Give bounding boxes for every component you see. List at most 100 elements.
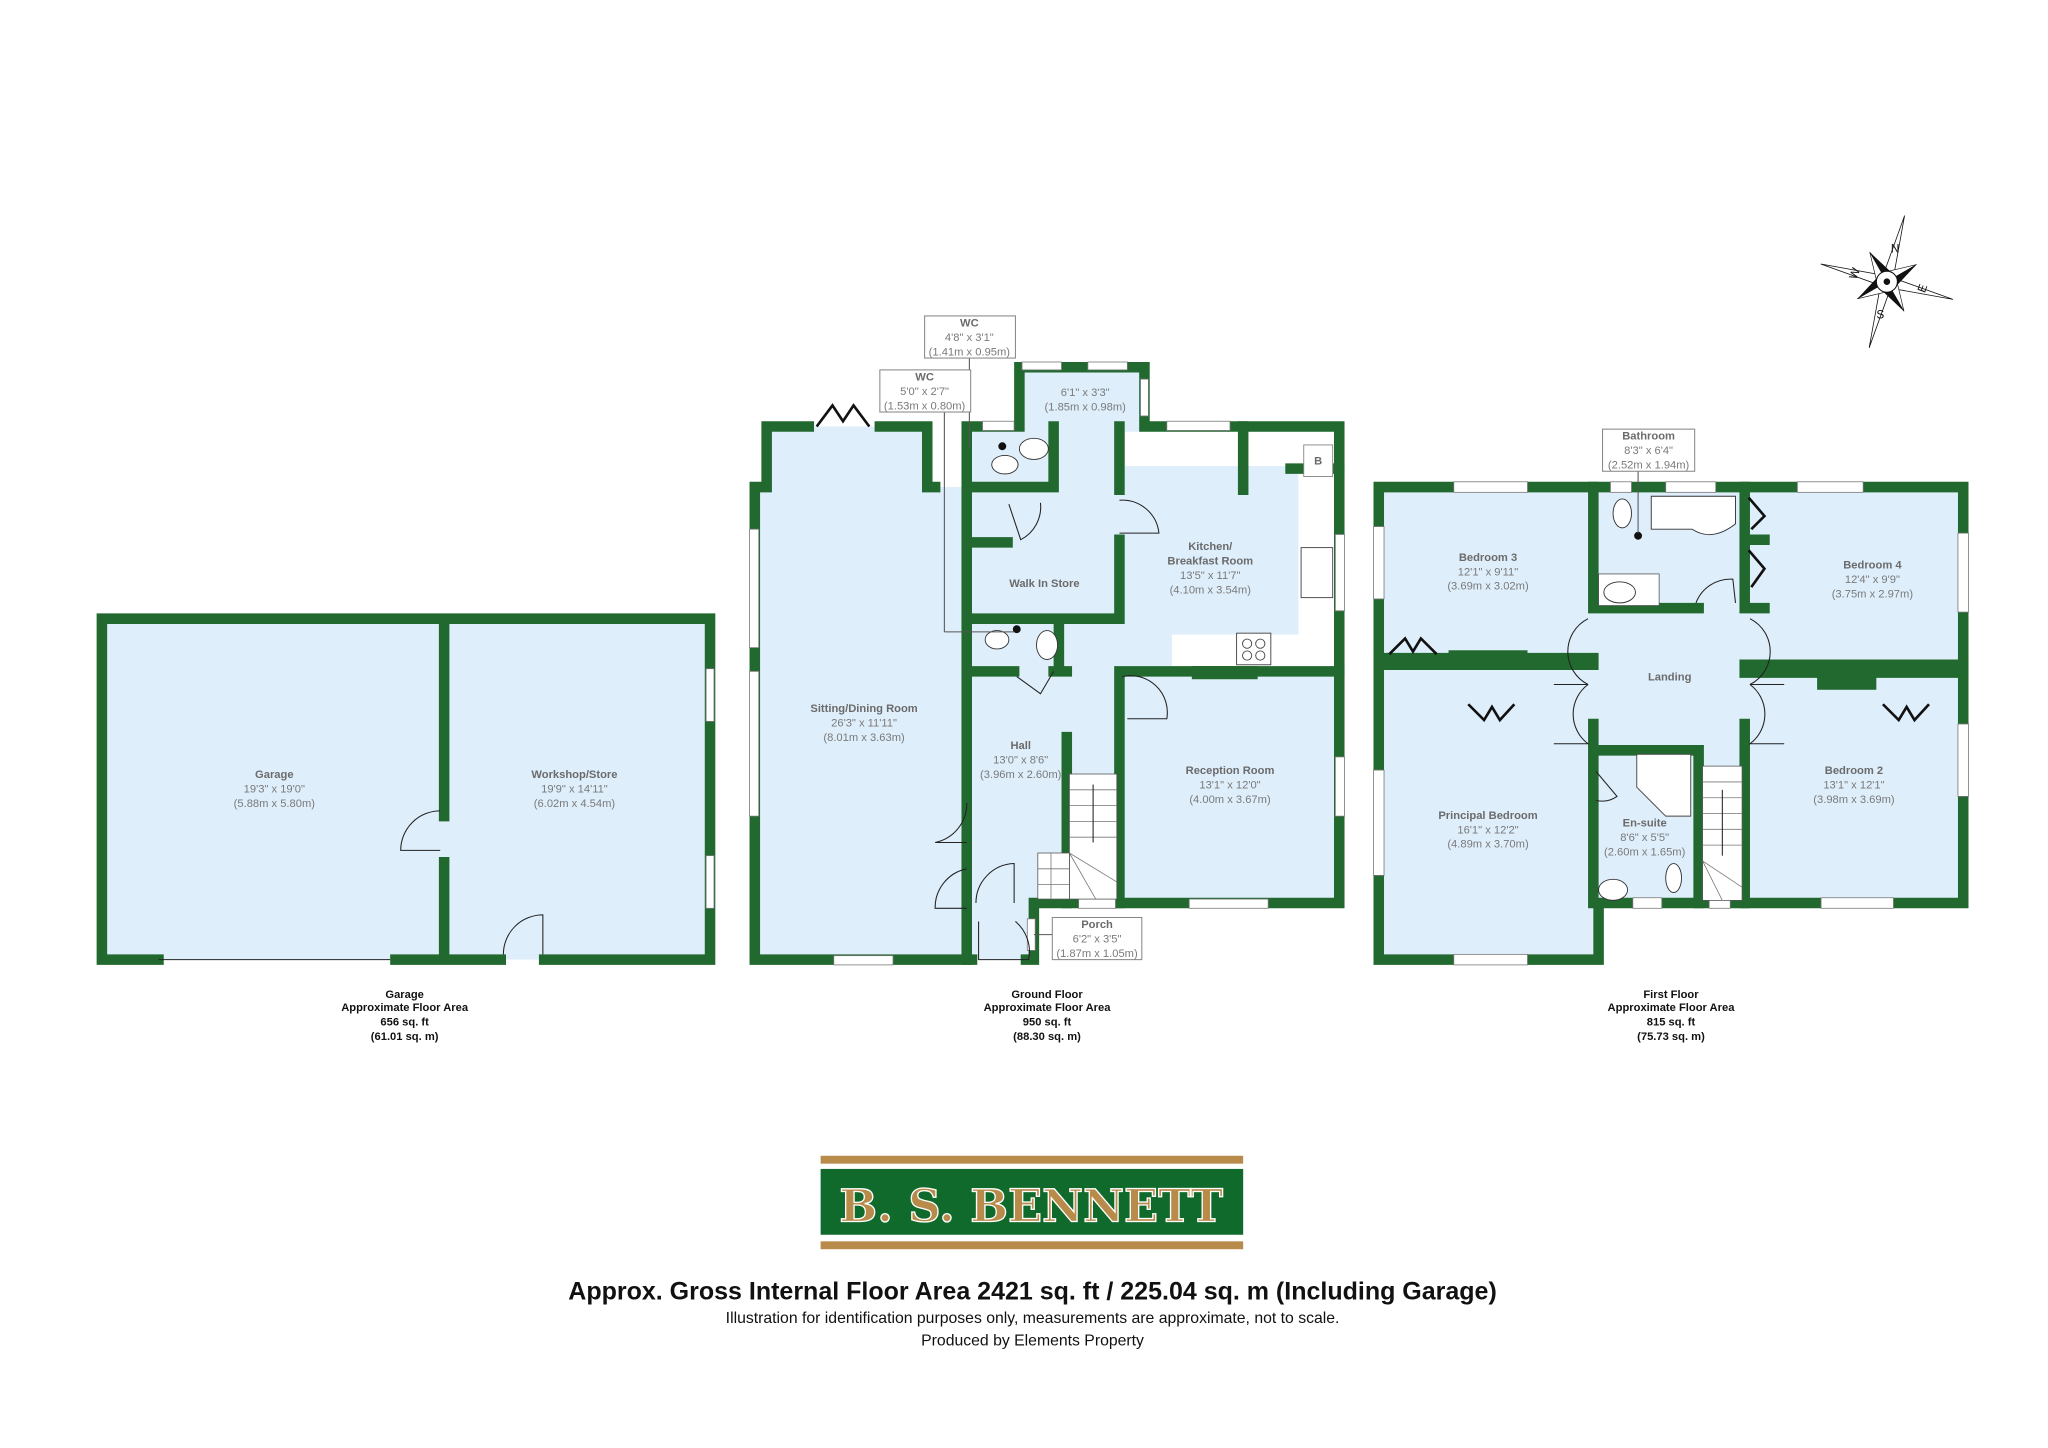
room-garage: Garage 19'3" x 19'0" (5.88m x 5.80m) bbox=[234, 769, 316, 810]
room-porch: Porch 6'2" x 3'5" (1.87m x 1.05m) bbox=[1051, 916, 1143, 961]
room-name: Bathroom bbox=[1622, 431, 1675, 443]
room-dimensions-imperial: 16'1" x 12'2" bbox=[1457, 824, 1518, 836]
summary-label: Approximate Floor Area bbox=[1608, 1002, 1736, 1014]
room-name: Kitchen/ bbox=[1188, 541, 1232, 553]
room-name: Reception Room bbox=[1186, 765, 1275, 777]
room-name: Walk In Store bbox=[1009, 578, 1079, 590]
room-dimensions-imperial: 26'3" x 11'11" bbox=[831, 718, 897, 730]
room-name: Hall bbox=[1010, 740, 1030, 752]
room-kitchen-breakfast: Kitchen/ Breakfast Room 13'5" x 11'7" (4… bbox=[1167, 541, 1253, 596]
room-sitting-dining: Sitting/Dining Room 26'3" x 11'11" (8.01… bbox=[810, 703, 917, 744]
room-name: Garage bbox=[255, 769, 294, 781]
summary-title: Ground Floor bbox=[1011, 989, 1083, 1001]
room-dimensions-imperial: 6'1" x 3'3" bbox=[1061, 387, 1110, 399]
summary-label: Approximate Floor Area bbox=[984, 1002, 1112, 1014]
room-walk-in-store: Walk In Store bbox=[1009, 578, 1079, 590]
compass-icon: N E S W bbox=[1820, 215, 1954, 348]
garage-plan: Garage 19'3" x 19'0" (5.88m x 5.80m) Wor… bbox=[96, 613, 716, 1043]
room-dimensions-metric: (8.01m x 3.63m) bbox=[823, 732, 905, 744]
first-floor-area-summary: First Floor Approximate Floor Area 815 s… bbox=[1608, 989, 1736, 1043]
room-dimensions-metric: (4.10m x 3.54m) bbox=[1170, 585, 1252, 597]
room-dimensions-metric: (6.02m x 4.54m) bbox=[534, 798, 616, 810]
compass-west: W bbox=[1846, 265, 1863, 281]
room-lobby: 6'1" x 3'3" (1.85m x 0.98m) bbox=[1045, 387, 1127, 413]
ground-floor-area-summary: Ground Floor Approximate Floor Area 950 … bbox=[984, 989, 1112, 1043]
room-name: En-suite bbox=[1623, 818, 1667, 830]
producer-credit: Produced by Elements Property bbox=[921, 1332, 1144, 1349]
room-dimensions-imperial: 13'1" x 12'0" bbox=[1199, 780, 1260, 792]
logo-text: B. S. BENNETT bbox=[839, 1180, 1223, 1233]
compass-north: N bbox=[1891, 242, 1900, 256]
room-dimensions-imperial: 5'0" x 2'7" bbox=[900, 386, 949, 398]
room-dimensions-metric: (3.75m x 2.97m) bbox=[1832, 589, 1914, 601]
room-dimensions-imperial: 13'1" x 12'1" bbox=[1823, 780, 1884, 792]
room-name: Bedroom 2 bbox=[1825, 765, 1883, 777]
room-dimensions-metric: (4.89m x 3.70m) bbox=[1447, 839, 1529, 851]
first-floor-plan: Bedroom 3 12'1" x 9'11" (3.69m x 3.02m) … bbox=[1373, 428, 1969, 1043]
compass-south: S bbox=[1876, 308, 1884, 322]
room-dimensions-imperial: 13'5" x 11'7" bbox=[1180, 570, 1240, 582]
summary-sqm: (61.01 sq. m) bbox=[371, 1031, 439, 1043]
room-dimensions-metric: (1.53m x 0.80m) bbox=[884, 400, 966, 412]
room-name: WC bbox=[960, 317, 979, 329]
room-dimensions-metric: (5.88m x 5.80m) bbox=[234, 798, 316, 810]
room-name: Workshop/Store bbox=[531, 769, 617, 781]
room-workshop-store: Workshop/Store 19'9" x 14'11" (6.02m x 4… bbox=[531, 769, 617, 810]
room-dimensions-metric: (4.00m x 3.67m) bbox=[1189, 794, 1271, 806]
room-wc-1: WC 4'8" x 3'1" (1.41m x 0.95m) bbox=[924, 315, 1016, 359]
room-dimensions-imperial: 19'3" x 19'0" bbox=[244, 783, 305, 795]
disclaimer: Illustration for identification purposes… bbox=[726, 1310, 1340, 1327]
room-dimensions-imperial: 19'9" x 14'11" bbox=[541, 783, 608, 795]
compass-east: E bbox=[1914, 282, 1930, 294]
room-bedroom-4: Bedroom 4 12'4" x 9'9" (3.75m x 2.97m) bbox=[1832, 560, 1914, 601]
room-dimensions-metric: (3.69m x 3.02m) bbox=[1447, 581, 1529, 593]
summary-title: First Floor bbox=[1643, 989, 1699, 1001]
room-name: Sitting/Dining Room bbox=[810, 703, 917, 715]
room-dimensions-imperial: 12'4" x 9'9" bbox=[1845, 574, 1900, 586]
room-dimensions-imperial: 4'8" x 3'1" bbox=[945, 332, 994, 344]
room-wc-2: WC 5'0" x 2'7" (1.53m x 0.80m) bbox=[879, 369, 972, 413]
room-dimensions-metric: (1.41m x 0.95m) bbox=[929, 346, 1011, 358]
room-name: Landing bbox=[1648, 672, 1692, 684]
stairs bbox=[1037, 773, 1118, 900]
room-name: Porch bbox=[1081, 919, 1113, 931]
summary-label: Approximate Floor Area bbox=[341, 1002, 469, 1014]
room-name: Bedroom 4 bbox=[1843, 560, 1902, 572]
room-en-suite: En-suite 8'6" x 5'5" (2.60m x 1.65m) bbox=[1604, 818, 1686, 859]
room-principal-bedroom: Principal Bedroom 16'1" x 12'2" (4.89m x… bbox=[1438, 810, 1537, 851]
room-dimensions-metric: (2.52m x 1.94m) bbox=[1608, 460, 1690, 472]
agency-logo: B. S. BENNETT bbox=[820, 1155, 1244, 1250]
room-dimensions-imperial: 13'0" x 8'6" bbox=[993, 754, 1048, 766]
room-bedroom-3: Bedroom 3 12'1" x 9'11" (3.69m x 3.02m) bbox=[1447, 552, 1529, 593]
summary-title: Garage bbox=[385, 989, 424, 1001]
summary-sqft: 815 sq. ft bbox=[1647, 1016, 1696, 1028]
room-hall: Hall 13'0" x 8'6" (3.96m x 2.60m) bbox=[980, 740, 1062, 781]
room-name-line2: Breakfast Room bbox=[1167, 556, 1253, 568]
stairs bbox=[1702, 765, 1743, 901]
room-name: Principal Bedroom bbox=[1438, 810, 1537, 822]
room-name: WC bbox=[915, 371, 934, 383]
ground-floor-plan: B Sitting/Dining Room 26'3" x 11'11" (8.… bbox=[749, 315, 1345, 1043]
room-landing: Landing bbox=[1648, 672, 1692, 684]
boiler-label: B bbox=[1314, 456, 1322, 468]
room-dimensions-metric: (2.60m x 1.65m) bbox=[1604, 847, 1686, 859]
summary-sqm: (88.30 sq. m) bbox=[1013, 1031, 1081, 1043]
room-bedroom-2: Bedroom 2 13'1" x 12'1" (3.98m x 3.69m) bbox=[1813, 765, 1895, 806]
wc-fixtures: B bbox=[984, 437, 1334, 666]
room-dimensions-imperial: 8'6" x 5'5" bbox=[1620, 832, 1669, 844]
room-bathroom: Bathroom 8'3" x 6'4" (2.52m x 1.94m) bbox=[1602, 428, 1696, 472]
room-dimensions-imperial: 6'2" x 3'5" bbox=[1073, 934, 1122, 946]
room-dimensions-metric: (1.87m x 1.05m) bbox=[1056, 948, 1138, 960]
room-dimensions-imperial: 12'1" x 9'11" bbox=[1458, 566, 1518, 578]
room-dimensions-metric: (1.85m x 0.98m) bbox=[1045, 402, 1127, 414]
gross-floor-area: Approx. Gross Internal Floor Area 2421 s… bbox=[568, 1277, 1496, 1305]
summary-sqft: 656 sq. ft bbox=[380, 1016, 429, 1028]
garage-area-summary: Garage Approximate Floor Area 656 sq. ft… bbox=[341, 989, 469, 1043]
room-dimensions-metric: (3.96m x 2.60m) bbox=[980, 769, 1062, 781]
bathroom-fixtures bbox=[1598, 495, 1736, 901]
summary-sqm: (75.73 sq. m) bbox=[1637, 1031, 1705, 1043]
room-dimensions-imperial: 8'3" x 6'4" bbox=[1624, 445, 1673, 457]
summary-sqft: 950 sq. ft bbox=[1023, 1016, 1072, 1028]
room-name: Bedroom 3 bbox=[1459, 552, 1517, 564]
